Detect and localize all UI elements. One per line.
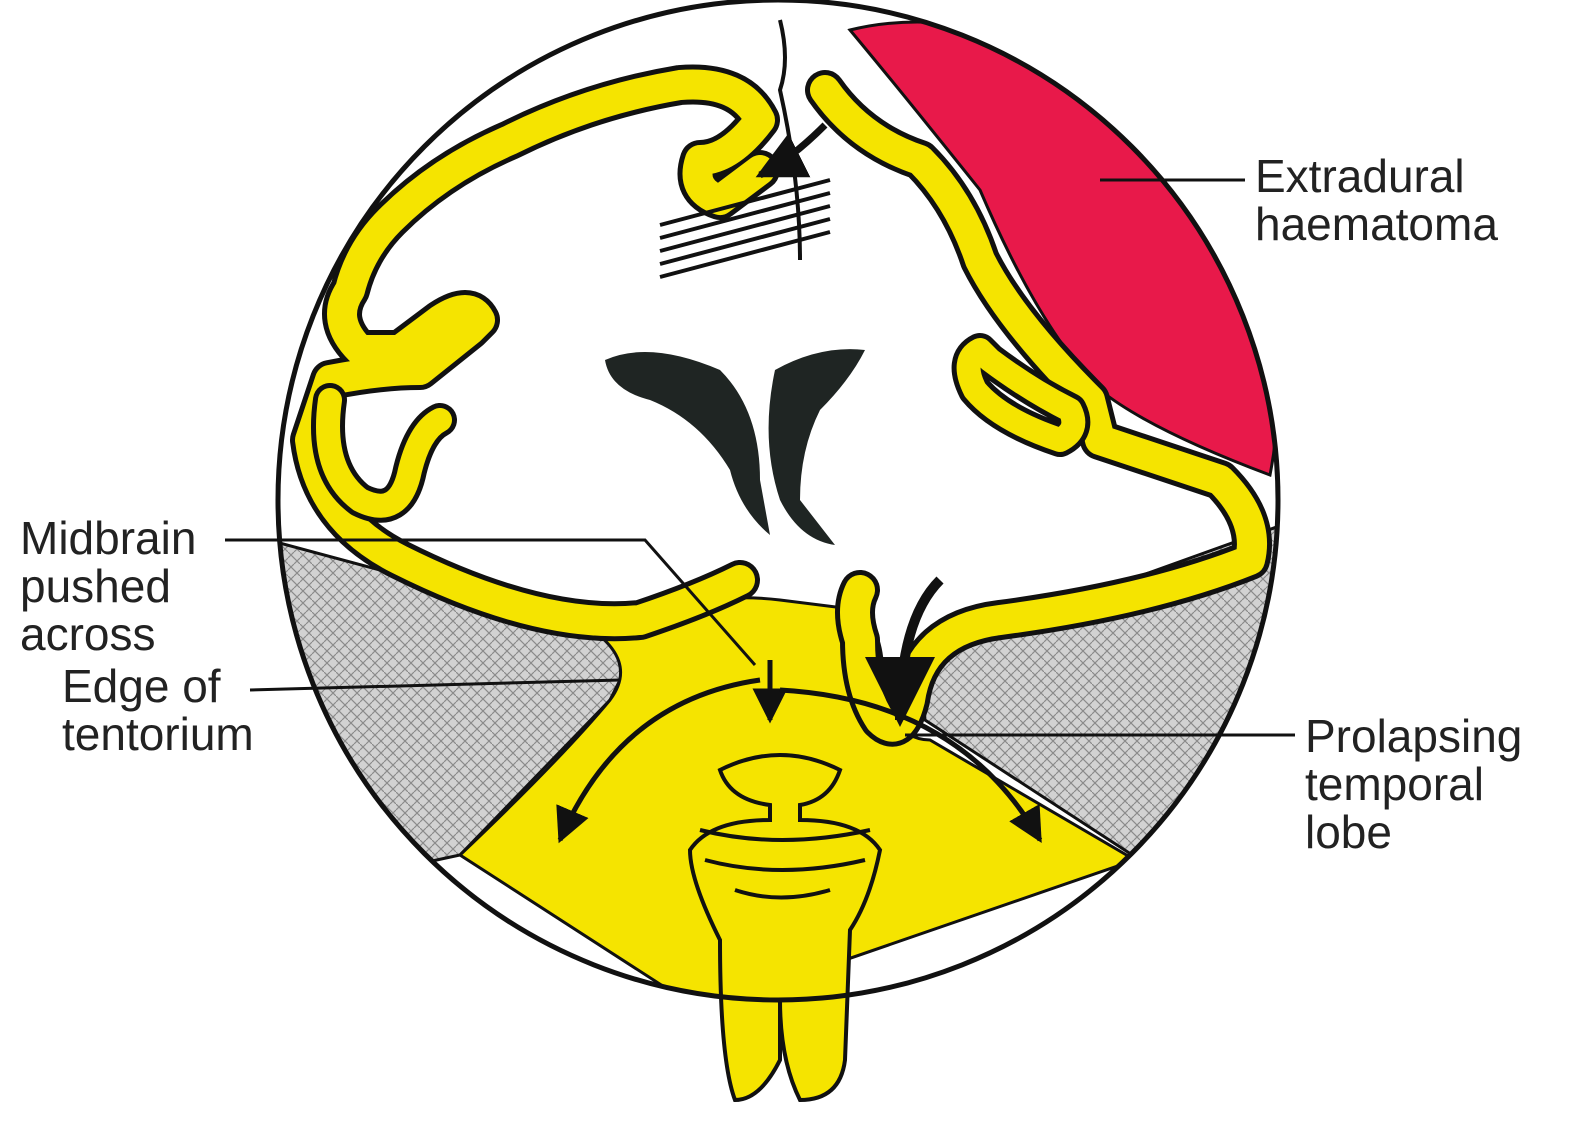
label-line: Edge of <box>62 662 254 710</box>
label-midbrain-pushed-across: Midbrain pushed across <box>20 514 196 658</box>
label-extradural-haematoma: Extradural haematoma <box>1255 152 1498 248</box>
label-prolapsing-temporal-lobe: Prolapsing temporal lobe <box>1305 712 1522 856</box>
label-line: Extradural <box>1255 152 1498 200</box>
label-line: Prolapsing <box>1305 712 1522 760</box>
label-line: lobe <box>1305 808 1522 856</box>
label-line: temporal <box>1305 760 1522 808</box>
label-line: across <box>20 610 196 658</box>
label-line: tentorium <box>62 710 254 758</box>
lateral-ventricles <box>605 349 865 545</box>
label-line: haematoma <box>1255 200 1498 248</box>
label-line: Midbrain <box>20 514 196 562</box>
label-line: pushed <box>20 562 196 610</box>
label-edge-of-tentorium: Edge of tentorium <box>62 662 254 758</box>
